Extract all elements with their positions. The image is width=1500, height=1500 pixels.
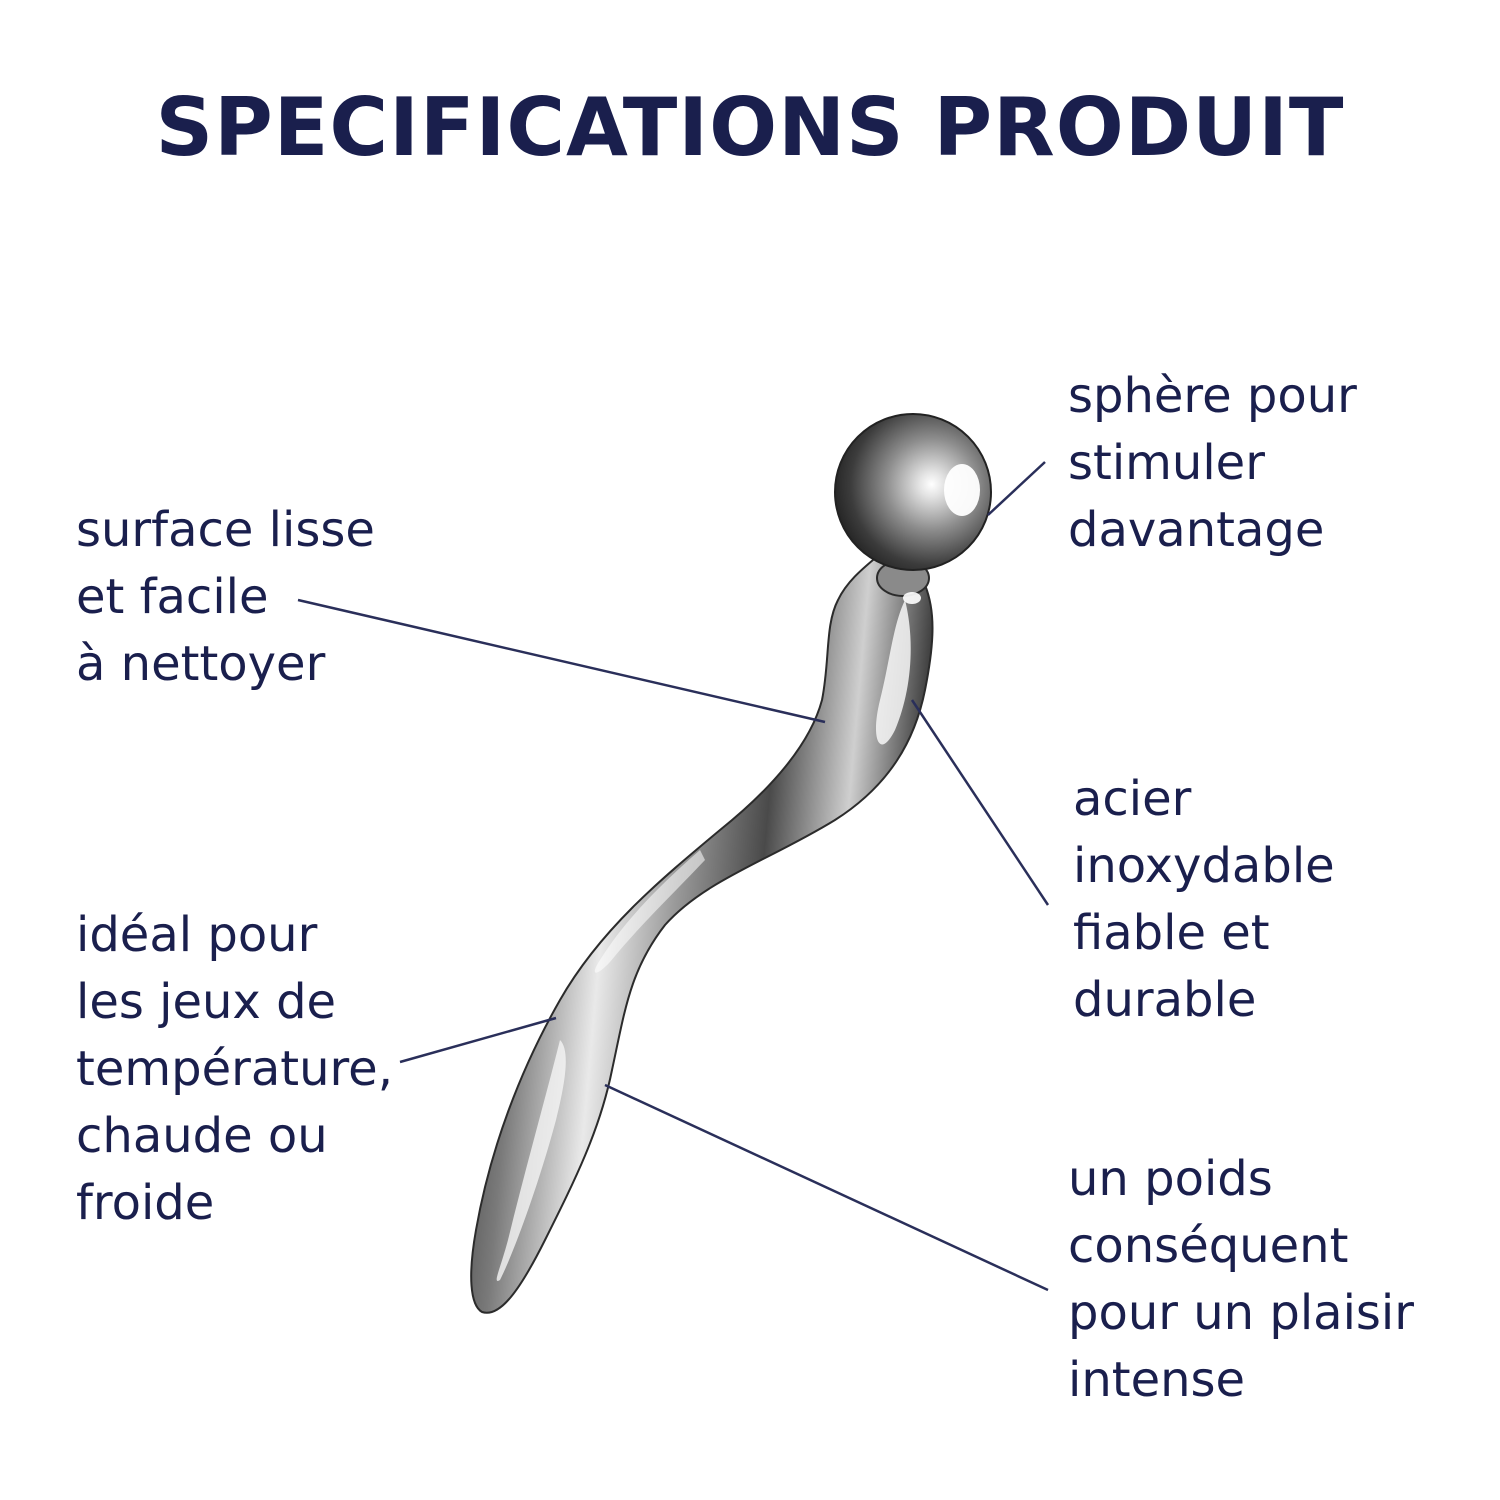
wand-body bbox=[470, 543, 934, 1314]
callout-line: conséquent bbox=[1068, 1218, 1349, 1274]
callout-line: à nettoyer bbox=[76, 636, 326, 692]
callout-line: durable bbox=[1073, 972, 1257, 1028]
callout-acier: acier inoxydable fiable et durable bbox=[1073, 766, 1335, 1034]
wand-highlight bbox=[875, 600, 911, 745]
callout-line: inoxydable bbox=[1073, 838, 1335, 894]
callout-line: et facile bbox=[76, 569, 269, 625]
callout-line: pour un plaisir bbox=[1068, 1285, 1414, 1341]
callout-line: froide bbox=[76, 1175, 215, 1231]
callout-line: température, bbox=[76, 1041, 393, 1097]
callout-poids: un poids conséquent pour un plaisir inte… bbox=[1068, 1146, 1414, 1414]
callout-line: stimuler bbox=[1068, 435, 1265, 491]
callout-sphere: sphère pour stimuler davantage bbox=[1068, 363, 1357, 564]
wand-highlight-lower bbox=[496, 1040, 566, 1281]
callout-line: davantage bbox=[1068, 502, 1325, 558]
callout-line: les jeux de bbox=[76, 974, 337, 1030]
callout-line: un poids bbox=[1068, 1151, 1273, 1207]
callout-line: fiable et bbox=[1073, 905, 1270, 961]
callout-ideal: idéal pour les jeux de température, chau… bbox=[76, 902, 393, 1237]
callout-surface: surface lisse et facile à nettoyer bbox=[76, 497, 375, 698]
leader-line-poids bbox=[604, 1083, 1049, 1292]
leader-line-ideal bbox=[399, 1016, 557, 1064]
page-title: SPECIFICATIONS PRODUIT bbox=[155, 81, 1345, 174]
leader-line-sphere bbox=[987, 461, 1046, 516]
wand-sphere bbox=[834, 413, 992, 571]
leader-line-surface bbox=[297, 598, 826, 724]
callout-line: intense bbox=[1068, 1352, 1246, 1408]
callout-line: chaude ou bbox=[76, 1108, 328, 1164]
callout-line: idéal pour bbox=[76, 907, 318, 963]
wand-highlight-mid bbox=[594, 850, 705, 973]
wand-neck-shine bbox=[903, 592, 921, 604]
wand-sphere-shine bbox=[944, 464, 980, 516]
callout-line: acier bbox=[1073, 771, 1192, 827]
leader-line-acier bbox=[910, 699, 1050, 906]
callout-line: surface lisse bbox=[76, 502, 375, 558]
callout-line: sphère pour bbox=[1068, 368, 1357, 424]
